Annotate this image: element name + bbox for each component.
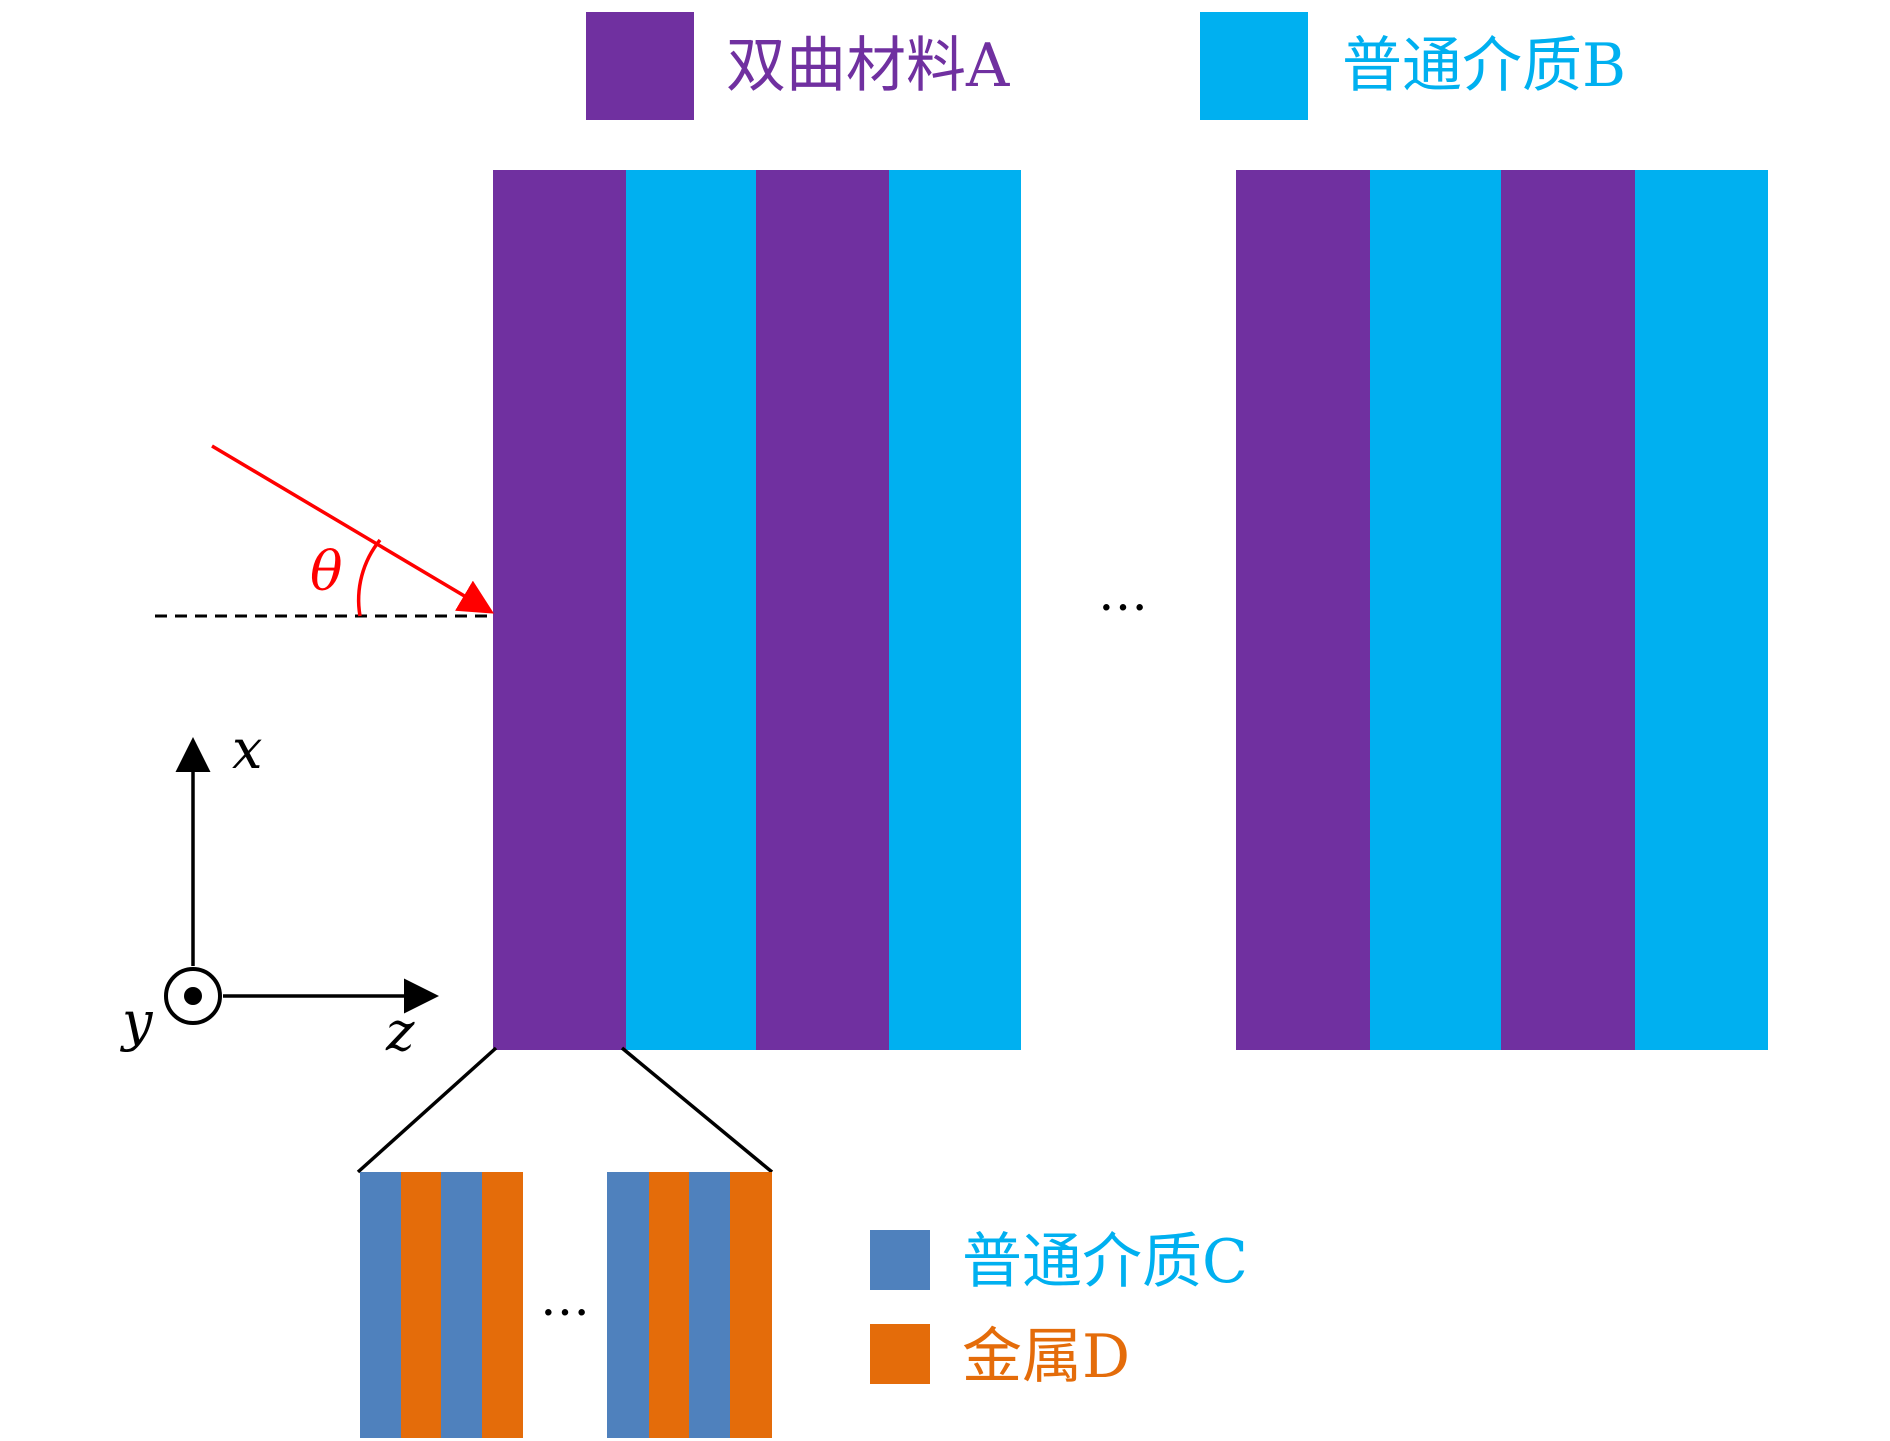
out-of-page-dot-center bbox=[184, 987, 202, 1005]
layer-a-4 bbox=[1501, 170, 1635, 1050]
layer-a-2 bbox=[756, 170, 889, 1050]
legend-swatch-material-a bbox=[586, 12, 694, 120]
incidence: θ bbox=[155, 444, 495, 618]
inset-layer-c-4 bbox=[689, 1172, 730, 1438]
axis-x-label: x bbox=[232, 718, 262, 781]
legend-label-material-c: 普通介质C bbox=[962, 1227, 1248, 1297]
angle-arc bbox=[356, 538, 382, 617]
legend-top: 双曲材料A 普通介质B bbox=[586, 12, 1626, 120]
layer-a-1 bbox=[493, 170, 626, 1050]
axis-z-label: z bbox=[385, 1000, 415, 1063]
multilayer-ellipsis: … bbox=[1098, 564, 1148, 622]
incident-ray-arrow bbox=[211, 444, 495, 614]
legend-swatch-material-d bbox=[870, 1324, 930, 1384]
inset-layer-d-1 bbox=[401, 1172, 441, 1438]
layer-b-3 bbox=[1370, 170, 1501, 1050]
inset-layer-c-1 bbox=[360, 1172, 401, 1438]
layer-a-3 bbox=[1236, 170, 1370, 1050]
legend-label-material-d: 金属D bbox=[962, 1322, 1130, 1392]
inset-ellipsis: … bbox=[540, 1269, 590, 1327]
legend-bottom: 普通介质C 金属D bbox=[870, 1227, 1248, 1392]
zoom-line-left bbox=[356, 1046, 498, 1174]
axis-y-label: y bbox=[120, 990, 154, 1053]
multilayer-left-group bbox=[493, 170, 1021, 1050]
inset-layer-d-4 bbox=[730, 1172, 772, 1438]
zoom-line-right bbox=[620, 1046, 774, 1174]
legend-label-material-b: 普通介质B bbox=[1342, 31, 1626, 101]
inset-layer-d-2 bbox=[482, 1172, 523, 1438]
angle-theta-label: θ bbox=[310, 540, 343, 603]
inset-layer-d-3 bbox=[649, 1172, 689, 1438]
layer-b-1 bbox=[626, 170, 756, 1050]
multilayer-right-group bbox=[1236, 170, 1768, 1050]
layer-b-2 bbox=[889, 170, 1021, 1050]
layer-b-4 bbox=[1635, 170, 1768, 1050]
zoom-inset: … bbox=[360, 1172, 772, 1438]
legend-swatch-material-c bbox=[870, 1230, 930, 1290]
inset-layer-c-2 bbox=[441, 1172, 482, 1438]
coordinate-axes: x y z bbox=[120, 718, 439, 1063]
inset-layer-c-3 bbox=[607, 1172, 649, 1438]
legend-label-material-a: 双曲材料A bbox=[726, 31, 1010, 101]
legend-swatch-material-b bbox=[1200, 12, 1308, 120]
zoom-lines bbox=[356, 1046, 774, 1174]
